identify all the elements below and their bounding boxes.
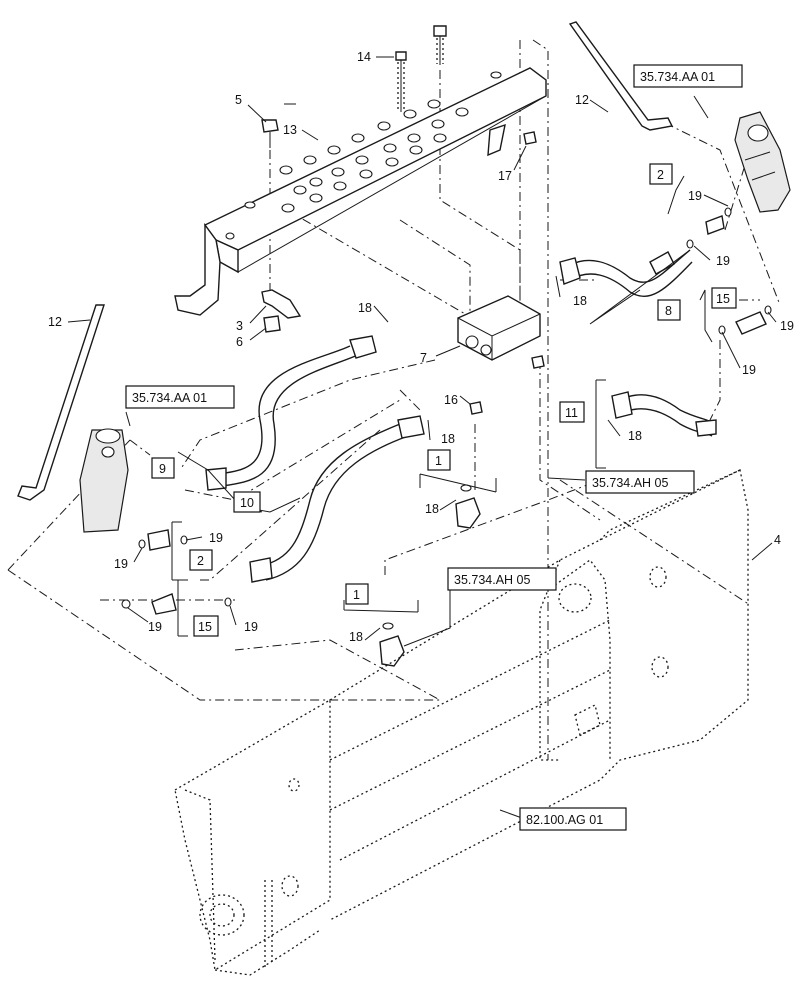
callout-19-f: 19 (114, 557, 128, 571)
callout-18-elbow-lower: 18 (349, 630, 363, 644)
box-9-frame (151, 457, 175, 479)
callout-19-g: 19 (148, 620, 162, 634)
callout-19-d: 19 (742, 363, 756, 377)
ref-label-3-frame[interactable] (585, 470, 695, 494)
bolt-5 (261, 119, 279, 148)
boxed-callouts: 2 8 15 11 9 10 1 1 2 15 (151, 163, 737, 637)
small-nut-block (531, 355, 545, 369)
box-9: 9 (159, 462, 166, 476)
elbow-fitting-upper (455, 484, 481, 529)
callout-14: 14 (357, 50, 371, 64)
hose-11 (611, 391, 717, 437)
box-10-frame (233, 491, 261, 513)
cylinder-right (734, 111, 791, 213)
step-plate-13 (174, 67, 547, 316)
fitting-right-lower (718, 305, 772, 335)
box-15-right: 15 (716, 292, 730, 306)
callout-18-hose10: 18 (441, 432, 455, 446)
callout-18-block: 18 (358, 301, 372, 315)
callout-19-e: 19 (209, 531, 223, 545)
nut-17 (523, 131, 537, 145)
callout-7: 7 (420, 351, 427, 365)
fitting-16 (469, 401, 483, 415)
box-2-left: 2 (197, 554, 204, 568)
callout-4: 4 (774, 533, 781, 547)
bolt-14 (395, 51, 407, 112)
box-1-upper-frame (427, 449, 451, 471)
box-2-left-frame (189, 549, 213, 571)
box-1-lower-frame (345, 583, 369, 605)
fitting-right-upper (686, 207, 732, 249)
box-11: 11 (565, 406, 578, 420)
callout-19-b: 19 (716, 254, 730, 268)
ref-label-1-frame[interactable] (633, 64, 743, 88)
callout-6: 6 (236, 335, 243, 349)
box-1-upper: 1 (435, 454, 442, 468)
callout-16: 16 (444, 393, 458, 407)
box-1-lower: 1 (353, 588, 360, 602)
box-15-left-frame (193, 615, 219, 637)
reference-labels: 35.734.AA 01 35.734.AA 01 35.734.AH 05 3… (125, 64, 743, 831)
box-8-frame (657, 299, 681, 321)
elbow-fitting-lower (379, 622, 405, 667)
box-8: 8 (665, 304, 672, 318)
bolt-top (433, 25, 447, 65)
frame-82-100-ag-01 (174, 469, 749, 976)
box-2-right: 2 (657, 168, 664, 182)
callout-18-hose8: 18 (573, 294, 587, 308)
callout-3: 3 (236, 319, 243, 333)
box-11-frame (559, 401, 585, 423)
rod-12-left (17, 304, 105, 501)
leader-lines (67, 56, 777, 819)
hose-8 (559, 249, 693, 297)
callout-numbers: 14 5 13 3 6 17 12 12 18 7 16 18 18 18 18… (48, 50, 794, 644)
callout-5: 5 (235, 93, 242, 107)
fitting-left-upper (138, 529, 188, 551)
callout-19-h: 19 (244, 620, 258, 634)
ref-35-734-aa-01-right[interactable]: 35.734.AA 01 (640, 70, 715, 84)
rod-12-right (568, 21, 674, 131)
box-10: 10 (240, 496, 254, 510)
callout-17: 17 (498, 169, 512, 183)
callout-18-elbow-upper: 18 (425, 502, 439, 516)
ref-35-734-ah-05-right[interactable]: 35.734.AH 05 (592, 476, 668, 490)
box-15-left: 15 (198, 620, 212, 634)
valve-block-7 (457, 295, 541, 361)
hose-10 (249, 415, 425, 583)
box-15-right-frame (711, 287, 737, 309)
callout-19-a: 19 (688, 189, 702, 203)
callout-19-c: 19 (780, 319, 794, 333)
fitting-left-lower (121, 593, 232, 615)
callout-12-right: 12 (575, 93, 589, 107)
nut-6 (263, 315, 281, 333)
ref-label-5-frame[interactable] (519, 807, 627, 831)
ref-label-4-frame[interactable] (447, 567, 557, 591)
ref-35-734-ah-05-center[interactable]: 35.734.AH 05 (454, 573, 530, 587)
callout-12-left: 12 (48, 315, 62, 329)
ref-35-734-aa-01-left[interactable]: 35.734.AA 01 (132, 391, 207, 405)
bracket-3 (261, 289, 302, 319)
ref-label-2-frame[interactable] (125, 385, 235, 409)
box-2-right-frame (649, 163, 673, 185)
ref-82-100-ag-01[interactable]: 82.100.AG 01 (526, 813, 603, 827)
cylinder-left (79, 428, 129, 533)
callout-18-hose11: 18 (628, 429, 642, 443)
callout-13: 13 (283, 123, 297, 137)
